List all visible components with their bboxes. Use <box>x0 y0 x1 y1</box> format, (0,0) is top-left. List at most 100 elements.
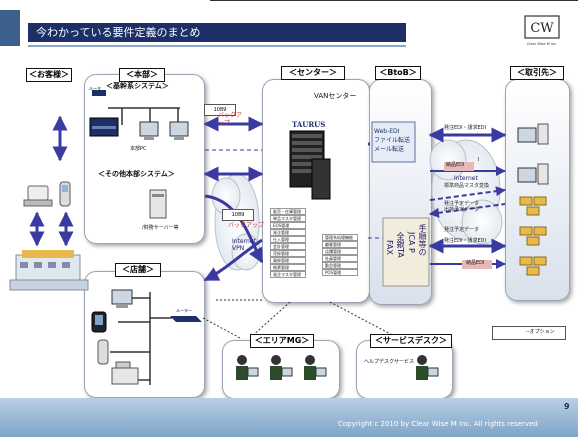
customer-pc-icon <box>23 185 53 207</box>
module-item: 販売・在庫管理 <box>270 208 306 215</box>
logo-mark: CW <box>530 21 554 36</box>
hq-server-icon <box>89 117 119 137</box>
module-item: 帳票管理 <box>270 264 306 271</box>
area-mg-person-icon-2 <box>270 355 293 380</box>
finance-server-label: /財務サーバー等 <box>142 225 179 231</box>
isdn-box-mid: 1089 <box>222 209 254 221</box>
btob-web-edi-panel <box>371 121 416 163</box>
hq-router-label: ルータ <box>89 86 101 91</box>
fax-col-1: FAX <box>385 240 394 255</box>
module-item: 発注管理 <box>270 229 306 236</box>
mail-transfer-label: メール転送 <box>374 146 405 153</box>
company-logo: CW Clear Wise M Inc. <box>519 14 565 48</box>
section-label-area-mg: ＜エリアMG＞ <box>250 334 314 348</box>
btob-fax-panel <box>382 217 430 287</box>
helpdesk-label: ヘルプデスクサービス <box>364 359 415 365</box>
module-item: 売掛管理 <box>270 250 306 257</box>
partner-warehouse-icon-3 <box>519 256 547 276</box>
edi-order-label-2: 発注EDI・請求EDI <box>444 238 486 244</box>
isdn-box-top: 1089 <box>204 104 236 116</box>
backup-label-top: バックアップ <box>218 112 243 127</box>
module-item: 勤怠管理 <box>322 262 358 269</box>
hq-pc-icon-1 <box>139 121 159 140</box>
master-change-label: 標準商品マスタ変換 <box>444 183 490 189</box>
store-building-icon <box>9 250 89 291</box>
core-system-label: ＜基幹系システム＞ <box>106 82 169 90</box>
store-pc-icon <box>111 289 133 308</box>
section-label-center: ＜センター＞ <box>281 66 345 80</box>
store-box <box>84 271 205 398</box>
logo-caption: Clear Wise M Inc. <box>527 42 557 46</box>
taurus-logo: TAURUS <box>292 120 326 129</box>
top-rule <box>210 0 578 7</box>
legend-option-label: --オプション <box>526 329 555 335</box>
module-item: 発注マスタ管理 <box>270 271 306 278</box>
store-handset-icon <box>97 339 109 365</box>
store-router-label: ルーター <box>176 308 192 313</box>
module-item: POS管理 <box>322 269 358 276</box>
web-edi-label: Web-EDI <box>374 128 400 135</box>
slide-title: 今わかっている要件定義のまとめ <box>36 26 201 39</box>
partner-pc-icon-2 <box>517 163 549 185</box>
internet-label: Internet <box>454 175 478 182</box>
delivery-edi-label-2: 納品EDI <box>466 260 485 266</box>
pos-register-icon <box>111 361 139 385</box>
section-label-customer: ＜お客様＞ <box>26 68 72 82</box>
area-mg-person-icon-1 <box>236 355 259 380</box>
hq-pc-label: 本部PC <box>130 146 147 152</box>
center-modules-left: 販売・在庫管理 単品マスタ管理 EOS管理 発注管理 仕入管理 会計管理 売掛管… <box>270 208 306 278</box>
store-router-icon <box>170 316 202 322</box>
edi-order-label-1: 発注EDI・請求EDI <box>444 125 486 131</box>
module-item: 買掛管理 <box>270 257 306 264</box>
copyright-text: Copyright c 2010 by Clear Wise M Inc. Al… <box>338 420 538 428</box>
finance-server-icon <box>149 189 167 219</box>
section-label-hq: ＜本部＞ <box>119 68 165 82</box>
delivery-edi-label-1: 納品EDI <box>446 162 465 168</box>
delivery-edi-marker-2 <box>462 260 492 269</box>
partner-pc-icon-1 <box>517 123 549 145</box>
store-pda-icon <box>91 311 107 333</box>
order-forecast-label-1: 発注予定データ <box>444 201 480 207</box>
module-item: EOS管理 <box>270 222 306 229</box>
btob-services: Web-EDI ファイル転送 メール転送 <box>374 127 410 154</box>
section-label-partner: ＜取引先＞ <box>510 66 564 80</box>
fax-col-3: JCA P <box>407 232 416 253</box>
hq-box <box>84 74 205 244</box>
title-underline <box>28 45 406 47</box>
partner-warehouse-icon-1 <box>519 196 547 216</box>
delivery-edi-suffix: I <box>478 157 480 163</box>
delivery-forecast-label-1: 出荷予定データ <box>444 207 480 213</box>
module-item: 顧客管理 <box>322 241 358 248</box>
delivery-edi-marker-1 <box>444 162 474 171</box>
backup-label-mid: バックアップ <box>228 222 265 229</box>
customer-phone-icon <box>59 181 71 207</box>
header-accent-tab <box>0 10 20 46</box>
section-label-service-desk: ＜サービスデスク＞ <box>370 334 452 348</box>
hq-pc-icon-2 <box>169 121 189 140</box>
module-item: 社員管理 <box>322 255 358 262</box>
service-desk-person-icon <box>416 355 439 380</box>
hq-router-icon <box>92 90 106 96</box>
fax-col-4: 手順等の <box>418 224 427 256</box>
module-item: 会計管理 <box>270 243 306 250</box>
title-bar <box>28 23 406 42</box>
section-label-btob: ＜BtoB＞ <box>375 66 421 80</box>
van-center-label: VANセンター <box>314 92 357 100</box>
module-item: 管理系処理機能 <box>322 234 358 241</box>
order-forecast-label-2: 発注予定データ <box>444 227 480 233</box>
internet-vpn-label: Internet VPN <box>232 238 256 252</box>
fax-col-2: 全銀TA <box>396 232 405 258</box>
module-item: 仕入管理 <box>270 236 306 243</box>
section-label-store: ＜店舗＞ <box>115 263 161 277</box>
other-systems-label: ＜その他本部システム＞ <box>98 170 175 178</box>
slide-footer <box>0 398 578 437</box>
center-modules-right: 管理系処理機能 顧客管理 店舗管理 社員管理 勤怠管理 POS管理 <box>322 234 358 276</box>
module-item: 店舗管理 <box>322 248 358 255</box>
legend-box <box>492 326 566 340</box>
partner-warehouse-icon-2 <box>519 226 547 246</box>
internet-vpn-cloud <box>211 173 261 271</box>
file-transfer-label: ファイル転送 <box>374 137 411 144</box>
module-item: 単品マスタ管理 <box>270 215 306 222</box>
area-mg-person-icon-3 <box>304 355 327 380</box>
